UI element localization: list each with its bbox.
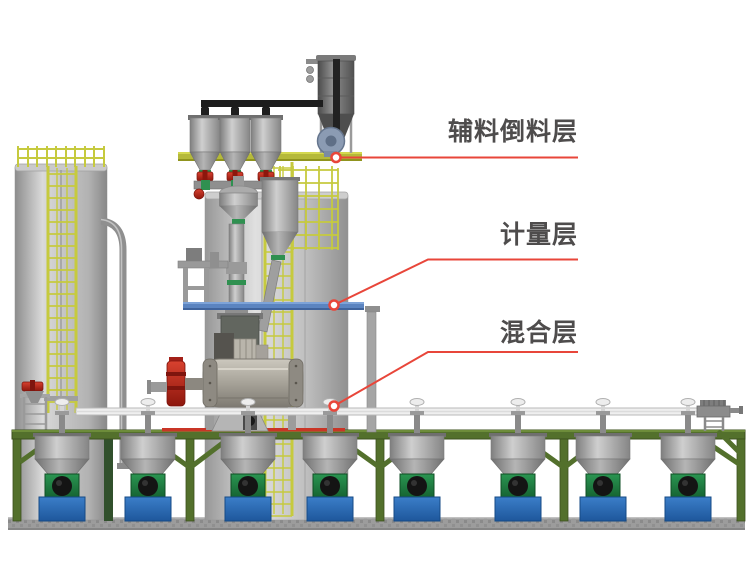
feed-bin (187, 107, 223, 175)
annotation-aux-dump-layer: 辅料倒料层 (330, 118, 578, 164)
feed-bin (217, 107, 253, 175)
truss-post (375, 438, 385, 522)
mixer-shaft (185, 378, 203, 390)
leader-line (333, 351, 578, 407)
discharge-hopper (573, 398, 633, 522)
truss-post (736, 438, 746, 522)
truss-post (12, 438, 22, 522)
leader-marker (328, 299, 340, 311)
annotation-metering-layer: 计量层 (328, 221, 578, 311)
feed-bin (248, 107, 284, 175)
truss-post (185, 438, 195, 522)
equipment-stand (177, 248, 229, 304)
end-rotary-feeder (696, 400, 743, 431)
weigh-hopper-large (257, 177, 300, 333)
truss-post (559, 438, 569, 522)
dust-collector (306, 55, 356, 157)
weigh-hopper (219, 176, 258, 317)
leader-marker (328, 400, 340, 412)
truss-post-shadowed (104, 437, 113, 521)
collector-downpipe (333, 59, 340, 145)
discharge-hopper (387, 398, 447, 522)
label-metering-layer: 计量层 (500, 221, 578, 249)
silo-top-railing (17, 146, 105, 167)
mixer-drive-motor (166, 360, 186, 407)
mixer-gearbox (214, 333, 234, 360)
silo-cage-ladder (46, 166, 78, 413)
leader-marker (330, 151, 342, 164)
mixer-top-motor (233, 338, 257, 361)
annotation-mixing-layer: 混合层 (328, 318, 578, 412)
metering-platform (183, 302, 364, 310)
label-aux-dump-layer: 辅料倒料层 (448, 118, 578, 146)
left-storage-silo (14, 146, 108, 521)
discharge-hopper (488, 398, 548, 522)
silo-conveying-pipe (100, 217, 129, 469)
leader-line (333, 258, 578, 306)
discharge-hopper (118, 398, 178, 522)
silo-outlet-valve-stand (20, 380, 50, 431)
label-mixing-layer: 混合层 (500, 318, 578, 347)
tower-downpipe (365, 306, 380, 433)
feed-bins (187, 107, 284, 175)
